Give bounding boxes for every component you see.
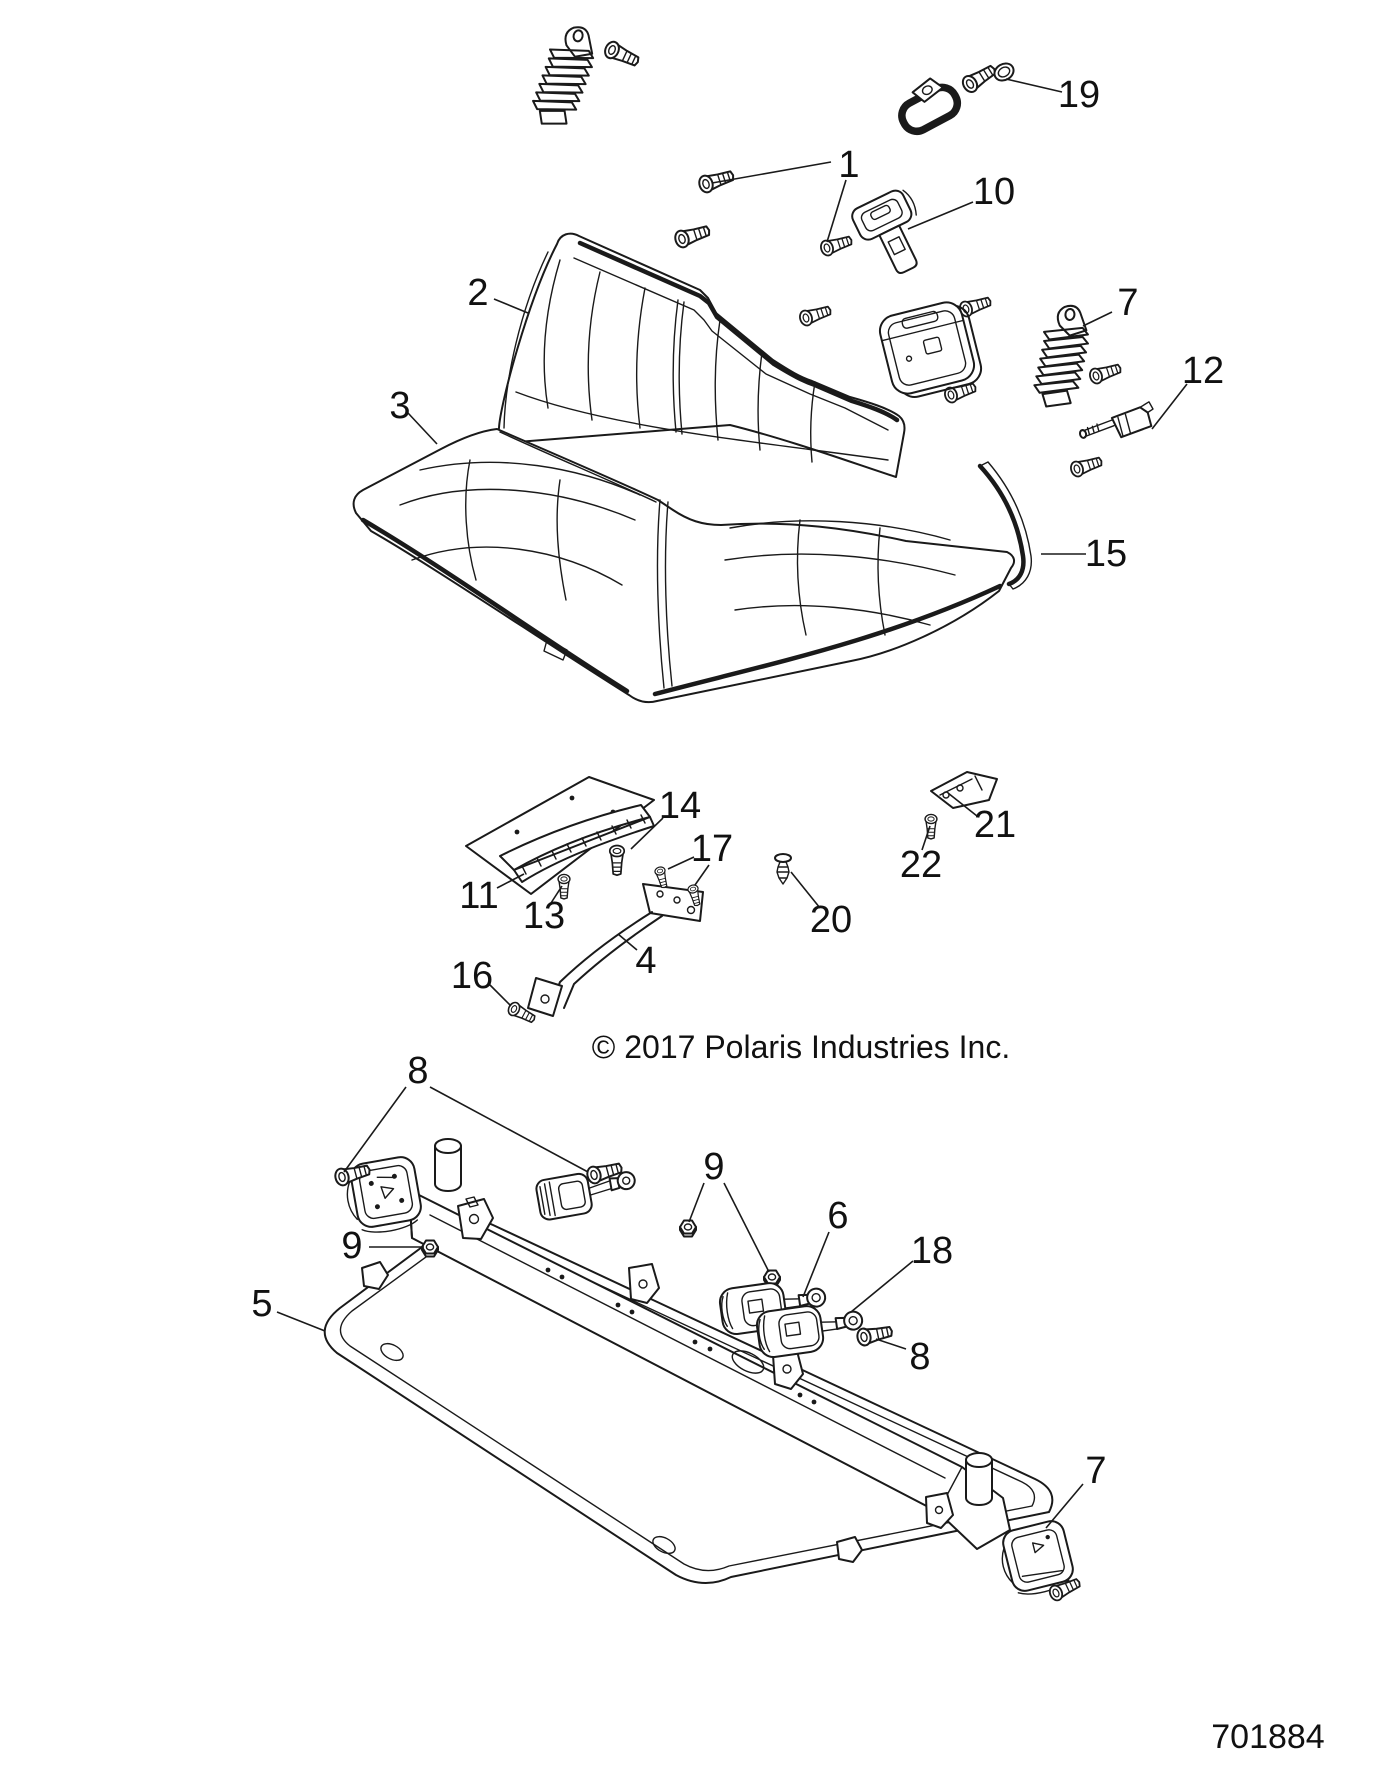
callout-11: 11 bbox=[459, 875, 498, 917]
callout-17: 17 bbox=[691, 828, 733, 870]
leader-line-5 bbox=[276, 1311, 326, 1332]
leader-line-17 bbox=[667, 856, 695, 870]
copyright-text: © 2017 Polaris Industries Inc. bbox=[592, 1029, 1010, 1065]
callout-15: 15 bbox=[1085, 533, 1127, 575]
callout-3: 3 bbox=[389, 385, 410, 427]
leader-line-7 bbox=[1082, 311, 1113, 327]
callout-16: 16 bbox=[451, 955, 493, 997]
callout-7: 7 bbox=[1117, 282, 1138, 324]
leader-line-14 bbox=[630, 817, 664, 850]
seat-frame-rail bbox=[408, 1138, 1011, 1550]
leader-line-1 bbox=[711, 161, 832, 184]
callout-9: 9 bbox=[703, 1146, 724, 1188]
belt-latch-middle bbox=[535, 1171, 636, 1221]
latch-pin-sensor bbox=[1078, 401, 1154, 439]
callout-13: 13 bbox=[523, 895, 565, 937]
leader-line-11 bbox=[496, 873, 525, 889]
seat-back-cushion bbox=[497, 232, 906, 478]
callout-19: 19 bbox=[1058, 74, 1100, 116]
seat-frame-pan bbox=[323, 1219, 1054, 1584]
callout-18: 18 bbox=[911, 1230, 953, 1272]
leader-line-9 bbox=[688, 1182, 705, 1223]
callout-10: 10 bbox=[973, 171, 1015, 213]
callout-4: 4 bbox=[635, 940, 656, 982]
callout-8: 8 bbox=[909, 1336, 930, 1378]
leader-line-3 bbox=[407, 412, 438, 445]
latch-plate bbox=[924, 771, 998, 840]
seat-base-panel bbox=[465, 776, 655, 895]
leader-line-2 bbox=[493, 298, 529, 314]
leader-line-19 bbox=[1005, 78, 1063, 93]
seat-latch-spring-right bbox=[1032, 303, 1091, 410]
belt-retractor-bottom-right bbox=[1001, 1520, 1084, 1604]
callout-7: 7 bbox=[1085, 1450, 1106, 1492]
drawing-number: 701884 bbox=[1211, 1718, 1324, 1756]
leader-line-1 bbox=[826, 179, 847, 243]
callout-22: 22 bbox=[900, 844, 942, 886]
belt-anchor-hook bbox=[898, 77, 962, 136]
leader-line-9 bbox=[723, 1182, 770, 1273]
leader-line-18 bbox=[850, 1260, 914, 1313]
leader-line-17 bbox=[694, 864, 710, 886]
seat-belt-tongue bbox=[851, 189, 918, 274]
leader-line-8 bbox=[429, 1086, 589, 1173]
callout-9: 9 bbox=[341, 1225, 362, 1267]
callout-6: 6 bbox=[827, 1195, 848, 1237]
callout-8: 8 bbox=[407, 1050, 428, 1092]
callout-21: 21 bbox=[974, 804, 1016, 846]
leader-line-22 bbox=[921, 825, 931, 851]
leader-line-13 bbox=[550, 885, 563, 904]
callout-5: 5 bbox=[251, 1283, 272, 1325]
leader-line-20 bbox=[790, 871, 821, 909]
callout-1: 1 bbox=[838, 144, 859, 186]
screw-top-center bbox=[601, 38, 643, 71]
seat-belt-buckle-18 bbox=[755, 1305, 864, 1358]
leader-line-8 bbox=[875, 1338, 907, 1350]
callout-14: 14 bbox=[659, 785, 701, 827]
leader-line-16 bbox=[488, 983, 512, 1007]
bolt-19 bbox=[958, 60, 1015, 96]
leader-line-4 bbox=[617, 933, 638, 951]
seat-belt-receptacle bbox=[878, 301, 983, 398]
callout-20: 20 bbox=[810, 899, 852, 941]
support-bracket bbox=[527, 883, 704, 1017]
seat-latch-spring-top bbox=[528, 21, 600, 133]
callout-2: 2 bbox=[467, 272, 488, 314]
leader-line-6 bbox=[802, 1231, 830, 1298]
leader-line-7 bbox=[1045, 1483, 1084, 1529]
seat-bottom-cushion bbox=[352, 428, 1016, 704]
leader-line-10 bbox=[907, 201, 974, 230]
leader-line-12 bbox=[1151, 383, 1188, 430]
leader-line-21 bbox=[947, 792, 978, 817]
callout-12: 12 bbox=[1182, 350, 1224, 392]
leader-line-8 bbox=[343, 1086, 407, 1173]
seat-trim-rail bbox=[977, 461, 1033, 590]
